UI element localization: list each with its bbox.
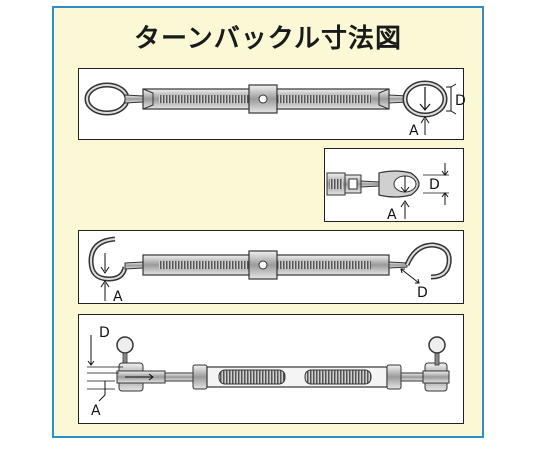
eye-detail-loop (378, 170, 420, 198)
panel-eye-detail: D A (324, 148, 464, 223)
jaw-d-dimension (87, 335, 123, 374)
label-a-hook: A (113, 289, 123, 305)
eye-eye-drawing: D A (84, 80, 466, 139)
right-eye-end (388, 80, 448, 118)
jaw-a-dimension (87, 380, 115, 402)
dimension-a-arrow (420, 116, 430, 135)
eye-detail-d-dimension (423, 163, 449, 205)
label-d-detail: D (429, 177, 440, 193)
label-a: A (409, 123, 419, 139)
hook-a-arrow (100, 280, 110, 301)
hook-hook-drawing: D A (88, 236, 452, 305)
jaw-jaw-drawing: D A (87, 325, 450, 419)
panel-eye-eye: D A (78, 68, 466, 140)
turnbuckle-body (142, 84, 390, 114)
label-d-hook: D (417, 285, 428, 301)
diagram-frame: ターンバックル寸法図 (52, 6, 484, 438)
label-a-jaw: A (91, 403, 101, 419)
eye-detail-drawing: D A (326, 163, 449, 223)
left-jaw-end (116, 336, 166, 392)
panel-jaw-jaw: D A (78, 314, 464, 424)
diagram-title: ターンバックル寸法図 (134, 24, 402, 54)
right-hook-end (388, 242, 452, 280)
eye-detail-shank (326, 172, 380, 196)
right-jaw-end (422, 336, 450, 392)
label-a-detail: A (387, 207, 397, 223)
label-d-jaw: D (99, 325, 110, 341)
turnbuckle-body-hook (142, 250, 390, 280)
left-hook-end (88, 236, 144, 282)
panel-hook-hook: D A (78, 230, 464, 305)
label-d: D (455, 93, 466, 109)
hook-d-arrow (400, 268, 420, 284)
dimension-d-arrow (446, 83, 457, 115)
left-eye-end (84, 82, 144, 116)
turnbuckle-body-jaw (164, 364, 428, 390)
eye-detail-a-arrow (400, 200, 410, 219)
